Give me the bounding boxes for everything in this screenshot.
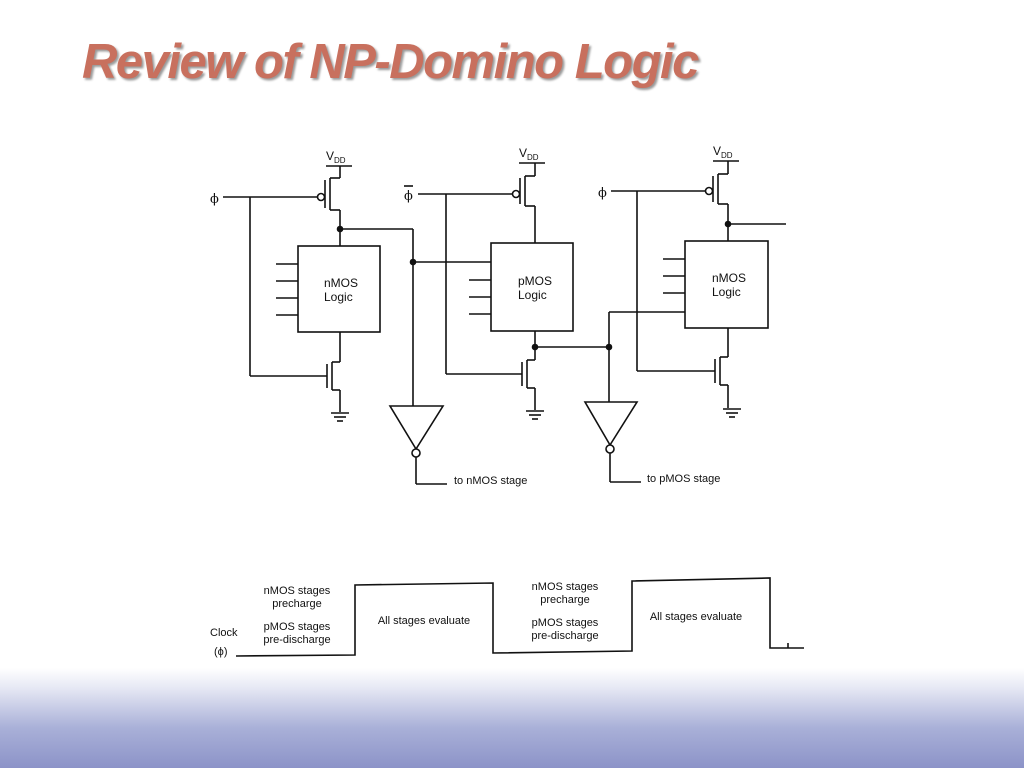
stage-3-block-label-1: nMOS [712,271,746,285]
stage-1-clock-input: ϕ [210,192,219,207]
vdd-sub-2: DD [527,153,539,162]
phase-3-line-4: pre-discharge [531,630,598,642]
stage-2-clock-bar-input: ϕ [404,189,413,204]
phase-1-line-2: precharge [272,598,322,610]
vdd-label-3: V [713,144,721,158]
stage-3-block-label-2: Logic [712,285,741,299]
phase-3-line-3: pMOS stages [532,617,599,629]
stage-2-pmos: V DD ϕ pMOS Logic [404,146,720,485]
clock-timing-diagram: nMOS stages precharge pMOS stages pre-di… [210,577,804,658]
phase-1-line-1: nMOS stages [264,585,331,597]
stage-1-block-label-2: Logic [324,290,353,304]
vdd-label-2: V [519,146,527,160]
phase-2-evaluate-label: All stages evaluate [378,615,470,627]
phase-1-line-4: pre-discharge [263,634,330,646]
phase-1-line-3: pMOS stages [264,621,331,633]
vdd-label-1: V [326,149,334,163]
stage-2-block-label-1: pMOS [518,274,552,288]
stage-1-nmos: V DD ϕ nMOS Logic [210,149,527,487]
stage-3-nmos: V DD ϕ nMOS Logic [598,144,786,418]
clock-symbol-label: (ϕ) [214,646,228,658]
phase-4-evaluate-label: All stages evaluate [650,611,742,623]
stage-3-clock-input: ϕ [598,186,607,201]
vdd-sub-3: DD [721,151,733,160]
clock-label: Clock [210,627,238,639]
inverter-1-output-label: to nMOS stage [454,475,527,487]
phase-3-line-1: nMOS stages [532,581,599,593]
slide-title: Review of NP-Domino Logic [82,35,699,89]
inverter-2-output-label: to pMOS stage [647,473,720,485]
stage-1-block-label-1: nMOS [324,276,358,290]
stage-2-block-label-2: Logic [518,288,547,302]
vdd-sub-1: DD [334,156,346,165]
phase-3-line-2: precharge [540,594,590,606]
